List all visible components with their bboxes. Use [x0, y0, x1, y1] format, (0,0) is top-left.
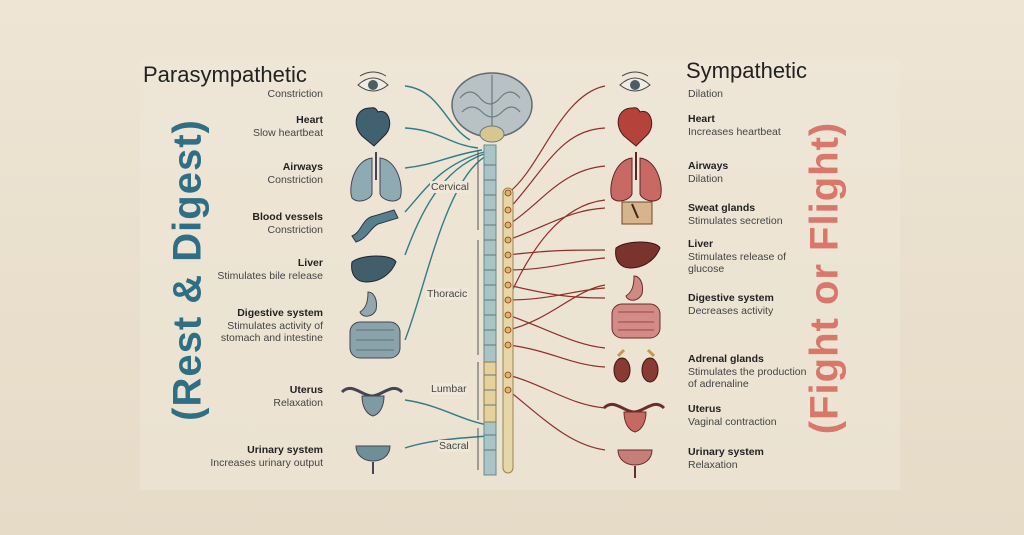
- parasympathetic-nerves: [404, 85, 489, 449]
- uterus-icon: [602, 402, 666, 433]
- para-blood-vessels-item: Blood vessels Constriction: [163, 211, 323, 236]
- sympathetic-nerves: [507, 85, 606, 451]
- symp-sweat-desc: Stimulates secretion: [688, 214, 783, 227]
- symp-airways-desc: Dilation: [688, 172, 724, 185]
- heart-icon: [617, 107, 653, 147]
- para-urinary-item: Urinary system Increases urinary output: [163, 444, 323, 469]
- para-blood-vessels-heading: Blood vessels: [252, 211, 323, 223]
- symp-liver-desc: Stimulates release of glucose: [688, 250, 787, 276]
- brain-icon: [451, 72, 533, 143]
- parasympathetic-title: Parasympathetic: [143, 62, 307, 87]
- spinal-cord: [477, 144, 514, 476]
- sweat-gland-icon: [621, 201, 653, 225]
- para-uterus-heading: Uterus: [289, 384, 323, 396]
- para-blood-vessels-desc: Constriction: [267, 223, 323, 236]
- segment-sacral: Sacral: [438, 440, 470, 452]
- liver-icon: [351, 255, 397, 283]
- segment-lumbar: Lumbar: [430, 383, 468, 395]
- symp-heart-item: Heart Increases heartbeat: [688, 113, 818, 138]
- liver-icon: [615, 241, 661, 269]
- bladder-icon: [617, 449, 653, 478]
- para-urinary-desc: Increases urinary output: [210, 456, 323, 469]
- symp-uterus-desc: Vaginal contraction: [688, 415, 777, 428]
- eye-icon: [357, 71, 389, 92]
- symp-urinary-heading: Urinary system: [688, 446, 764, 458]
- segment-thoracic: Thoracic: [426, 288, 469, 300]
- heart-icon: [355, 107, 391, 147]
- para-airways-item: Airways Constriction: [163, 161, 323, 186]
- symp-digestive-desc: Decreases activity: [688, 304, 774, 317]
- blood-vessel-icon: [351, 209, 399, 243]
- symp-eye-item: Dilation: [688, 88, 818, 101]
- para-airways-desc: Constriction: [267, 173, 323, 186]
- symp-airways-item: Airways Dilation: [688, 160, 818, 185]
- eye-icon: [619, 71, 651, 92]
- symp-airways-heading: Airways: [688, 160, 729, 172]
- para-airways-heading: Airways: [282, 161, 323, 173]
- symp-liver-heading: Liver: [688, 238, 714, 250]
- para-heart-item: Heart Slow heartbeat: [163, 114, 323, 139]
- para-uterus-desc: Relaxation: [273, 396, 323, 409]
- bladder-icon: [355, 445, 391, 474]
- symp-sweat-item: Sweat glands Stimulates secretion: [688, 202, 818, 227]
- para-urinary-heading: Urinary system: [247, 444, 323, 456]
- symp-uterus-item: Uterus Vaginal contraction: [688, 403, 818, 428]
- para-heart-desc: Slow heartbeat: [252, 126, 323, 139]
- symp-digestive-item: Digestive system Decreases activity: [688, 292, 818, 317]
- para-eye-item: Constriction: [183, 88, 323, 101]
- lungs-icon: [610, 152, 662, 202]
- para-digestive-heading: Digestive system: [237, 307, 323, 319]
- symp-heart-heading: Heart: [688, 113, 715, 125]
- digestive-system-icon: [611, 275, 661, 339]
- para-heart-heading: Heart: [296, 114, 323, 126]
- adrenal-glands-icon: [613, 348, 659, 383]
- para-eye-desc: Constriction: [267, 88, 323, 100]
- symp-adrenal-heading: Adrenal glands: [688, 353, 764, 365]
- symp-adrenal-item: Adrenal glands Stimulates the production…: [688, 353, 813, 391]
- symp-liver-item: Liver Stimulates release of glucose: [688, 238, 788, 276]
- para-uterus-item: Uterus Relaxation: [163, 384, 323, 409]
- symp-sweat-heading: Sweat glands: [688, 202, 756, 214]
- para-liver-item: Liver Stimulates bile release: [163, 257, 323, 282]
- symp-digestive-heading: Digestive system: [688, 292, 774, 304]
- para-digestive-item: Digestive system Stimulates activity of …: [203, 307, 323, 345]
- symp-eye-desc: Dilation: [688, 88, 724, 100]
- symp-urinary-desc: Relaxation: [688, 458, 738, 471]
- para-liver-desc: Stimulates bile release: [217, 269, 323, 282]
- symp-urinary-item: Urinary system Relaxation: [688, 446, 818, 471]
- lungs-icon: [350, 152, 402, 202]
- digestive-system-icon: [349, 291, 401, 359]
- para-liver-heading: Liver: [297, 257, 323, 269]
- symp-adrenal-desc: Stimulates the production of adrenaline: [688, 365, 807, 391]
- para-digestive-desc: Stimulates activity of stomach and intes…: [220, 319, 323, 345]
- segment-cervical: Cervical: [430, 181, 470, 193]
- symp-uterus-heading: Uterus: [688, 403, 722, 415]
- uterus-icon: [340, 386, 404, 417]
- sympathetic-title: Sympathetic: [686, 58, 808, 83]
- symp-heart-desc: Increases heartbeat: [688, 125, 781, 138]
